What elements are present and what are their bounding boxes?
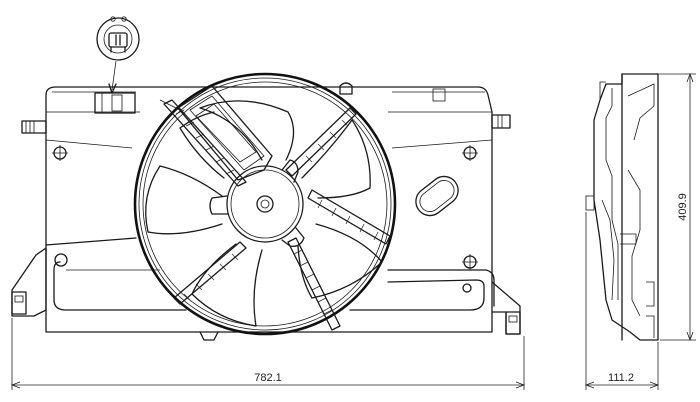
width-dimension-label: 782.1 (254, 372, 282, 384)
side-view (585, 73, 659, 341)
width-dimension: 782.1 (10, 318, 526, 390)
height-dimension-label: 409.9 (677, 193, 689, 221)
height-dimension: 409.9 (622, 72, 696, 342)
fan-ring (133, 72, 397, 341)
shroud-frame (11, 86, 521, 335)
depth-dimension: 111.2 (584, 212, 660, 390)
motor-struts (163, 99, 391, 331)
control-module (159, 85, 273, 181)
frame-connector (94, 92, 136, 114)
motor-hub (209, 159, 305, 247)
connector-detail (96, 16, 140, 94)
depth-dimension-label: 111.2 (608, 372, 634, 384)
